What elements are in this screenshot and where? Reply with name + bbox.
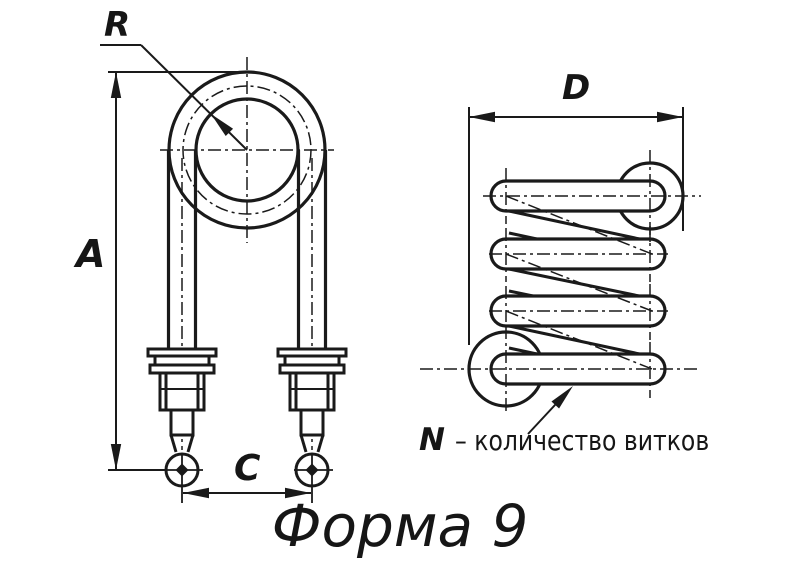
terminal-left (146, 347, 218, 505)
dim-A (108, 71, 247, 471)
u-element-view (146, 57, 348, 505)
dim-C (183, 487, 311, 499)
turns-symbol: N (419, 422, 445, 458)
dim-R (100, 44, 248, 151)
terminal-right (276, 347, 348, 505)
turns-leader-arrow (527, 386, 573, 435)
turns-caption: – количество витков (454, 424, 710, 457)
coil-diameter-label: D (562, 68, 591, 108)
turns-annotation: N – количество витков (419, 425, 758, 456)
coil-view (420, 107, 701, 435)
pins-distance-label: C (234, 448, 261, 489)
length-label: A (76, 232, 106, 276)
form-title: Форма 9 (271, 492, 529, 560)
radius-label: R (104, 5, 131, 45)
dim-D (468, 107, 684, 345)
